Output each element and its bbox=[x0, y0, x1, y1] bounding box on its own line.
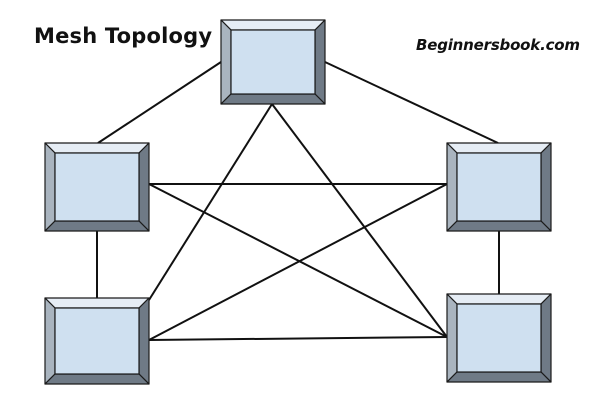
diagram-title: Mesh Topology bbox=[34, 24, 213, 48]
node-bevel-top bbox=[220, 19, 326, 31]
node-face bbox=[54, 307, 140, 375]
node-left-upper bbox=[44, 142, 150, 232]
node-bevel-top bbox=[446, 293, 552, 305]
watermark-text: Beginnersbook.com bbox=[416, 36, 580, 54]
node-bevel-right bbox=[138, 297, 150, 385]
node-bevel-right bbox=[138, 142, 150, 232]
node-face bbox=[456, 152, 542, 222]
link-left-upper-to-right-lower bbox=[148, 183, 448, 338]
links-group bbox=[96, 61, 500, 341]
node-bevel-top bbox=[44, 297, 150, 309]
node-bevel-bottom bbox=[44, 220, 150, 232]
node-right-upper bbox=[446, 142, 552, 232]
node-bevel-left bbox=[44, 142, 56, 232]
node-bevel-top bbox=[44, 142, 150, 154]
node-face bbox=[230, 29, 316, 95]
node-face bbox=[54, 152, 140, 222]
node-bevel-bottom bbox=[220, 93, 326, 105]
node-bevel-bottom bbox=[44, 373, 150, 385]
nodes-group bbox=[44, 19, 552, 385]
node-bevel-right bbox=[540, 293, 552, 383]
node-bevel-left bbox=[44, 297, 56, 385]
node-bevel-right bbox=[314, 19, 326, 105]
node-left-lower bbox=[44, 297, 150, 385]
node-bevel-bottom bbox=[446, 371, 552, 383]
node-bevel-top bbox=[446, 142, 552, 154]
node-face bbox=[456, 303, 542, 373]
node-bevel-left bbox=[446, 293, 458, 383]
link-top-to-right-lower bbox=[271, 103, 448, 338]
node-bevel-left bbox=[220, 19, 232, 105]
node-top bbox=[220, 19, 326, 105]
link-top-to-right-upper bbox=[324, 61, 499, 144]
node-bevel-right bbox=[540, 142, 552, 232]
link-top-to-left-upper bbox=[97, 61, 222, 144]
node-bevel-bottom bbox=[446, 220, 552, 232]
link-right-upper-to-left-lower bbox=[148, 183, 448, 341]
link-top-to-left-lower bbox=[148, 103, 273, 301]
link-left-lower-to-right-lower bbox=[148, 336, 448, 341]
node-right-lower bbox=[446, 293, 552, 383]
node-bevel-left bbox=[446, 142, 458, 232]
